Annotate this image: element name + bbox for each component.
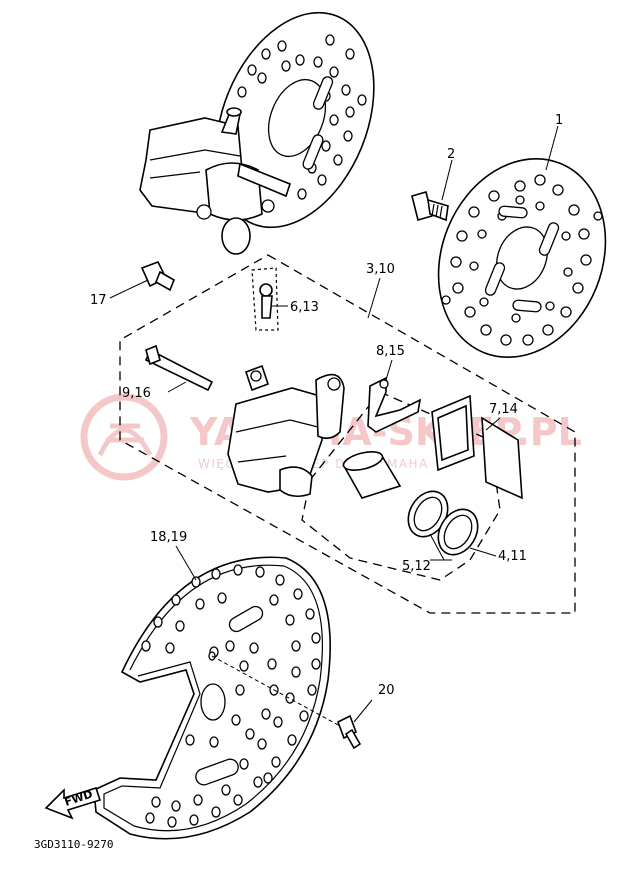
pad-spring-part-8-15 (367, 376, 422, 433)
brake-pad-part-7-14 (431, 394, 523, 500)
assembled-caliper (139, 107, 291, 255)
bleeder-part-6-13 (251, 267, 279, 331)
pin-part-9-16 (144, 344, 214, 392)
disc-cover-part-18-19 (93, 556, 331, 840)
diagram-code: 3GD3110-9270 (34, 838, 113, 851)
callout-label: 4,11 (498, 549, 527, 564)
screw-part-20 (336, 714, 362, 750)
callout-label: 9,16 (122, 386, 151, 401)
callout-labels: 1 2 3,10 17 6,13 8,15 9,16 7,14 5,12 4,1… (90, 113, 563, 698)
callout-label: 2 (447, 147, 455, 162)
callout-label: 17 (90, 293, 107, 308)
callout-label: 1 (555, 113, 563, 128)
watermark-logo-icon (80, 393, 168, 481)
assembled-brake-view (139, 11, 375, 255)
leader-lines (109, 125, 559, 727)
callout-label: 20 (378, 683, 395, 698)
callout-label: 8,15 (376, 344, 405, 359)
brake-disc-part-1 (437, 157, 607, 359)
caliper-body (227, 364, 345, 498)
callout-label: 18,19 (150, 530, 187, 545)
callout-label: 7,14 (489, 402, 518, 417)
callout-label: 5,12 (402, 559, 431, 574)
callout-label: 6,13 (290, 300, 319, 315)
bolt-part-17 (140, 260, 176, 292)
piston (342, 451, 402, 499)
caliper-kit-boundary (119, 254, 576, 614)
seal-part-4-11 (437, 508, 479, 556)
callout-label: 3,10 (366, 262, 395, 277)
fwd-arrow-icon: FWD (44, 787, 102, 820)
bolt-part-2 (411, 191, 449, 222)
